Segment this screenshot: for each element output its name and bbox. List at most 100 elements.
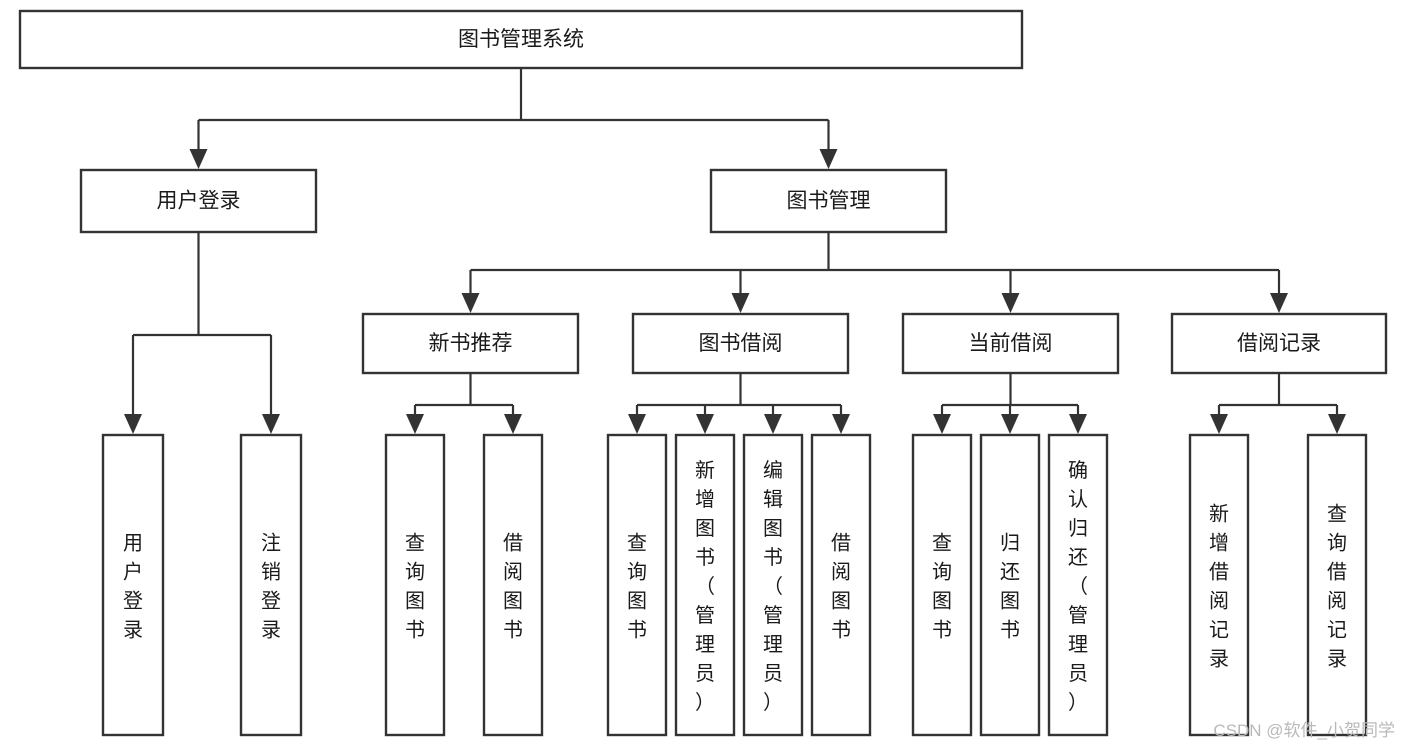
node-label-user-login: 用户登录 [157,190,241,213]
connector-root-to-level2 [189,68,838,169]
arrow-head-triangle [933,414,951,434]
arrow-head-triangle [262,414,280,434]
node-label-book-management: 图书管理 [787,190,871,213]
connector-borrow-to-leaves [628,373,850,434]
node-box-add-borrow-record [1188,433,1250,737]
node-current-borrow[interactable]: 当前借阅 [901,312,1120,375]
node-query-borrow-record[interactable]: 查询借阅记录 [1306,433,1368,737]
node-box-edit-book-admin [742,433,804,737]
node-label-borrow-records: 借阅记录 [1237,332,1321,355]
arrow-head-icon [764,405,782,434]
node-label-edit-book-admin: 编辑图书（管理员） [763,459,783,714]
node-new-book-recommend[interactable]: 新书推荐 [361,312,580,375]
node-label-current-borrow: 当前借阅 [969,332,1053,355]
node-box-query-borrow-record [1306,433,1368,737]
node-label-query-book-2: 查询图书 [627,532,647,642]
node-confirm-return-admin[interactable]: 确认归还（管理员） [1047,433,1109,737]
node-book-borrow[interactable]: 图书借阅 [631,312,850,375]
arrow-head-triangle [1001,414,1019,434]
node-box-borrow-book-2 [810,433,872,737]
node-return-book[interactable]: 归还图书 [979,433,1041,737]
node-box-root [18,9,1024,70]
node-book-management[interactable]: 图书管理 [709,168,948,234]
arrow-head-icon [1270,270,1288,313]
node-label-add-book-admin: 新增图书（管理员） [695,459,715,714]
connector-current-to-leaves [933,373,1087,434]
arrow-head-triangle [461,293,480,313]
connector-records-to-leaves [1210,373,1346,434]
node-label-borrow-book-2: 借阅图书 [831,532,851,642]
node-label-confirm-return-admin: 确认归还（管理员） [1068,459,1088,714]
node-borrow-records[interactable]: 借阅记录 [1170,312,1388,375]
node-label-user-login-do: 用户登录 [123,533,143,642]
arrow-head-triangle [1069,414,1087,434]
node-root[interactable]: 图书管理系统 [18,9,1024,70]
arrow-head-icon [189,120,208,169]
arrow-head-icon [1328,405,1346,434]
node-box-current-borrow [901,312,1120,375]
arrow-head-icon [832,405,850,434]
node-query-book-1[interactable]: 查询图书 [384,433,446,737]
node-label-query-borrow-record: 查询借阅记录 [1327,503,1347,671]
arrow-head-icon [504,405,522,434]
arrow-head-icon [731,270,750,313]
node-layer: 图书管理系统用户登录用户登录注销登录图书管理新书推荐查询图书借阅图书图书借阅查询… [18,9,1388,737]
arrow-head-icon [1001,270,1020,313]
arrow-head-triangle [1001,293,1020,313]
node-label-return-book: 归还图书 [1000,532,1020,642]
node-borrow-book-1[interactable]: 借阅图书 [482,433,544,737]
node-add-borrow-record[interactable]: 新增借阅记录 [1188,433,1250,737]
node-label-user-logout: 注销登录 [261,532,281,642]
connector-recommend-to-leaves [406,373,522,434]
node-edit-book-admin[interactable]: 编辑图书（管理员） [742,433,804,737]
node-box-user-login-do [101,433,165,737]
node-label-new-book-recommend: 新书推荐 [429,332,513,355]
arrow-head-icon [933,405,951,434]
arrow-head-icon [461,270,480,313]
node-borrow-book-2[interactable]: 借阅图书 [810,433,872,737]
node-add-book-admin[interactable]: 新增图书（管理员） [674,433,736,737]
node-box-confirm-return-admin [1047,433,1109,737]
arrow-head-icon [819,120,838,169]
node-query-book-3[interactable]: 查询图书 [911,433,973,737]
node-user-login[interactable]: 用户登录 [79,168,318,234]
watermark-text: CSDN @软件_小贺同学 [1213,721,1395,740]
node-box-query-book-3 [911,433,973,737]
arrow-head-triangle [832,414,850,434]
arrow-head-icon [696,405,714,434]
arrow-head-triangle [696,414,714,434]
arrow-head-icon [262,335,280,434]
arrow-head-icon [406,405,424,434]
arrow-head-triangle [1328,414,1346,434]
arrow-head-triangle [406,414,424,434]
node-label-book-borrow: 图书借阅 [699,332,783,355]
arrow-head-triangle [1210,414,1228,434]
node-box-add-book-admin [674,433,736,737]
arrow-head-icon [124,335,142,434]
arrow-head-triangle [504,414,522,434]
arrow-head-icon [1001,405,1019,434]
node-label-query-book-1: 查询图书 [405,532,425,642]
arrow-head-triangle [764,414,782,434]
node-label-query-book-3: 查询图书 [932,532,952,642]
arrow-head-triangle [124,414,142,434]
node-box-book-management [709,168,948,234]
arrow-head-triangle [628,414,646,434]
arrow-head-icon [1210,405,1228,434]
connector-userlogin-to-leaves [124,232,280,434]
connector-layer [124,68,1346,434]
node-box-new-book-recommend [361,312,580,375]
connector-bookmgmt-to-level3 [461,232,1288,313]
node-box-query-book-1 [384,433,446,737]
arrow-head-triangle [819,149,838,169]
node-user-login-do[interactable]: 用户登录 [101,433,165,737]
node-label-add-borrow-record: 新增借阅记录 [1209,503,1229,671]
node-box-user-login [79,168,318,234]
node-box-return-book [979,433,1041,737]
node-label-root: 图书管理系统 [458,28,584,51]
node-query-book-2[interactable]: 查询图书 [606,433,668,737]
node-label-borrow-book-1: 借阅图书 [503,532,523,642]
node-box-borrow-records [1170,312,1388,375]
node-user-logout[interactable]: 注销登录 [239,433,303,737]
